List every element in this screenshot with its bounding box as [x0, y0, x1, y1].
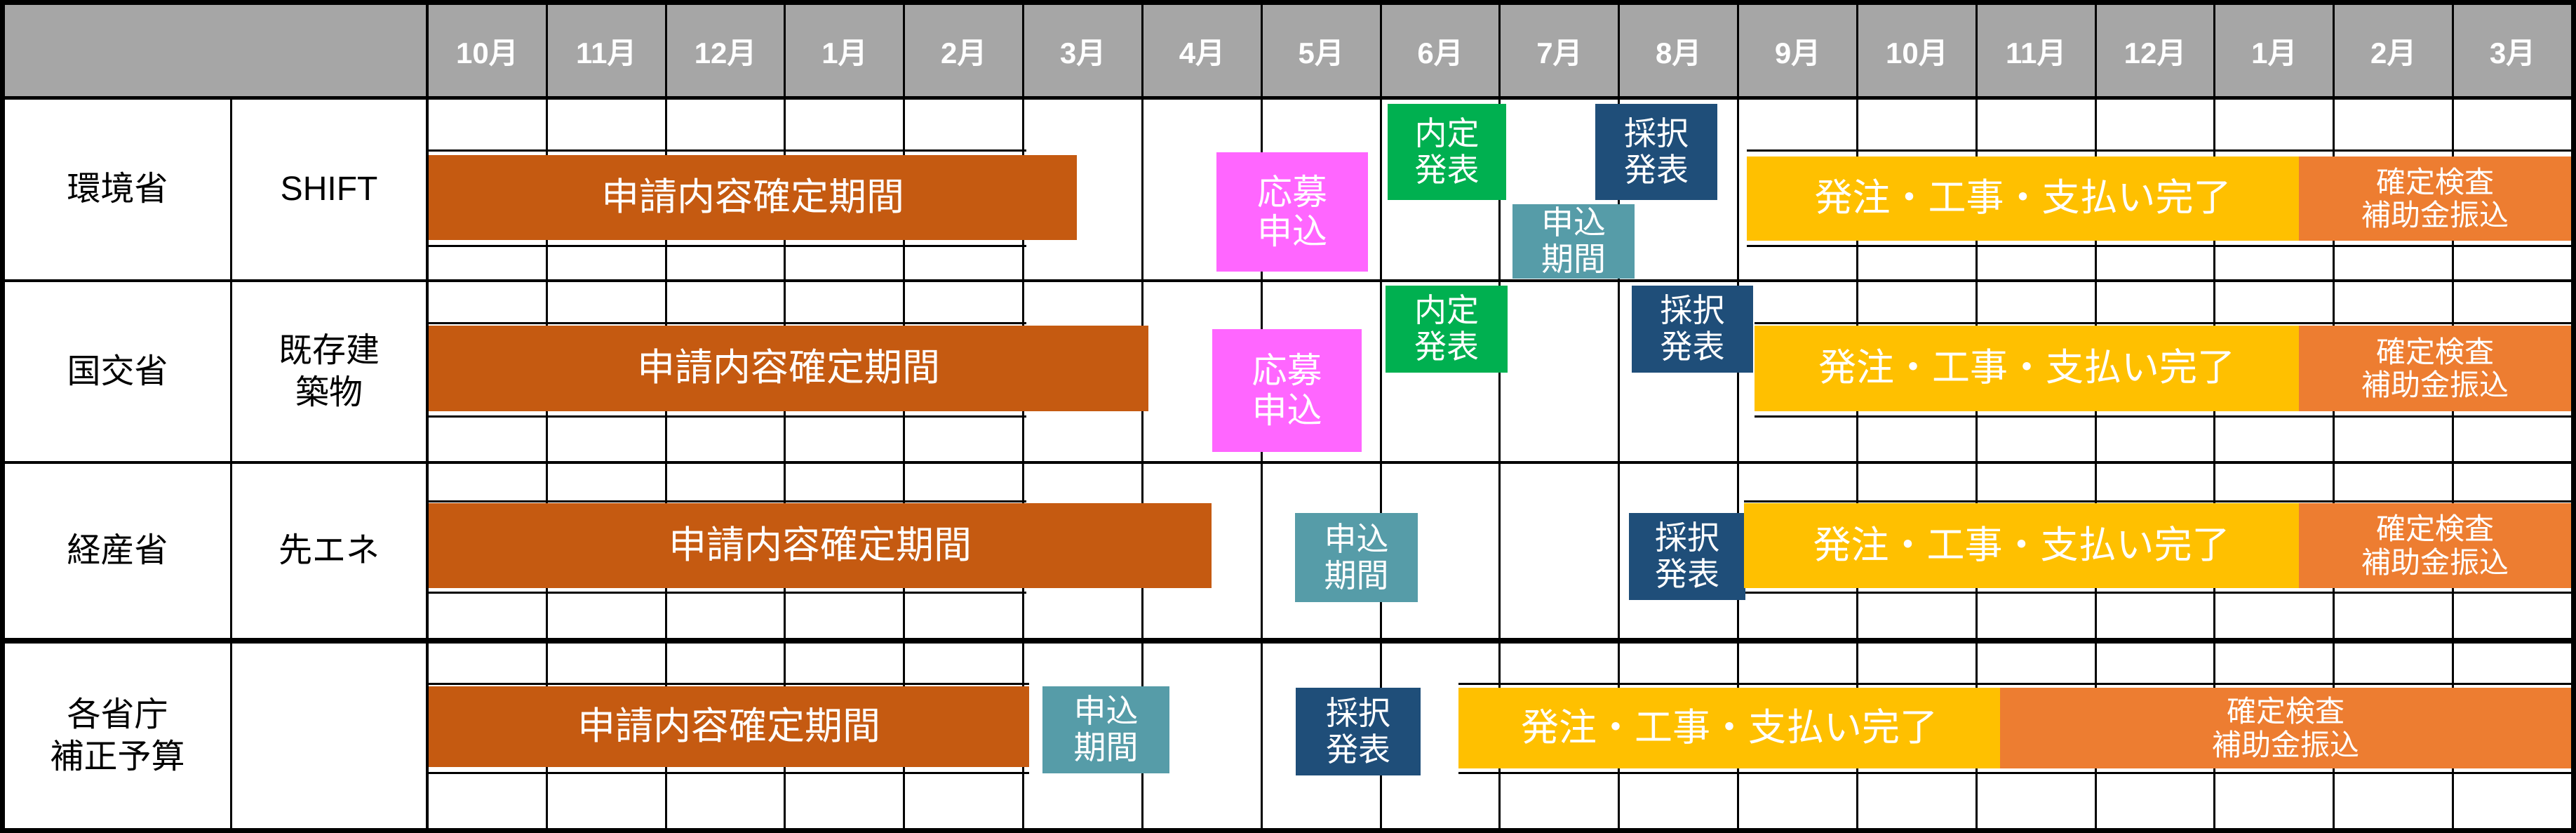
sub-row-grid-line	[1747, 149, 2571, 152]
gantt-row: 経産省先エネ申請内容確定期間申込 期間 採択 発表発注・工事・支払い完了確定検査 …	[5, 464, 2571, 644]
month-cell	[1620, 100, 1740, 279]
bar-application-window: 申込 期間	[1512, 204, 1635, 279]
month-header-cell: 6月	[1382, 5, 1501, 96]
program-label	[232, 644, 429, 828]
bar-adoption-announcement: 採択 発表	[1595, 104, 1717, 200]
program-label: 既存建 築物	[232, 282, 429, 461]
bar-application-content-confirmation: 申請内容確定期間	[429, 326, 1148, 411]
month-header-cell: 10月	[429, 5, 548, 96]
sub-row-grid-line	[429, 683, 1029, 685]
ministry-label: 国交省	[5, 282, 232, 461]
month-cell	[1263, 282, 1382, 461]
bar-adoption-announcement: 採択 発表	[1632, 286, 1753, 373]
month-header-cell: 8月	[1620, 5, 1740, 96]
month-cell	[1501, 282, 1621, 461]
sub-row-grid-line	[1458, 683, 2571, 685]
sub-row-grid-line	[1755, 322, 2571, 324]
sub-row-grid-line	[429, 149, 1026, 152]
bar-adoption-announcement: 採択 発表	[1629, 513, 1745, 600]
sub-row-grid-line	[1744, 592, 2571, 594]
month-grid-area: 申請内容確定期間申込 期間 採択 発表発注・工事・支払い完了確定検査 補助金振込	[429, 464, 2571, 638]
month-header-cell: 3月	[2489, 36, 2536, 69]
bar-final-inspection-subsidy-transfer: 確定検査 補助金振込	[2299, 503, 2571, 588]
gantt-row: 各省庁 補正予算 申請内容確定期間申込 期間 採択 発表発注・工事・支払い完了確定検…	[5, 644, 2571, 828]
ministry-label: 経産省	[5, 464, 232, 638]
month-header-cell: 2月	[905, 5, 1025, 96]
month-header-cell: 1月	[2215, 5, 2335, 96]
sub-row-grid-line	[429, 772, 1029, 774]
month-header-cell: 11月	[548, 5, 667, 96]
month-grid-area: 申請内容確定期間応募 申込内定 発表 採択 発表発注・工事・支払い完了確定検査 補…	[429, 282, 2571, 461]
month-grid-area: 申請内容確定期間 応募 申込内定 発表申込 期間採択 発表発注・工事・支払い完了確…	[429, 100, 2571, 279]
bar-order-construction-payment: 発注・工事・支払い完了	[1458, 688, 2000, 768]
bar-preliminary-award-announcement: 内定 発表	[1386, 286, 1508, 373]
bar-application-entry: 応募 申込	[1212, 329, 1362, 452]
ministry-label: 環境省	[5, 100, 232, 279]
bar-order-construction-payment: 発注・工事・支払い完了	[1747, 156, 2299, 241]
bar-application-window: 申込 期間	[1295, 513, 1418, 602]
month-header-cell: 2月	[2335, 5, 2455, 96]
month-header-cell: 4月	[1143, 5, 1263, 96]
month-header-cell: 12月	[667, 5, 786, 96]
gantt-row: 国交省既存建 築物申請内容確定期間応募 申込内定 発表 採択 発表発注・工事・支払…	[5, 282, 2571, 464]
bar-application-content-confirmation: 申請内容確定期間	[429, 155, 1077, 240]
month-header-cell: 5月	[1263, 5, 1382, 96]
month-header-cell: 10月	[1858, 5, 1978, 96]
bar-order-construction-payment: 発注・工事・支払い完了	[1755, 326, 2299, 411]
month-header-cell: 7月	[1501, 5, 1621, 96]
bar-application-content-confirmation: 申請内容確定期間	[429, 503, 1212, 588]
bar-final-inspection-subsidy-transfer: 確定検査 補助金振込	[2299, 156, 2571, 241]
bar-application-window: 申込 期間	[1042, 686, 1169, 773]
month-header-cell: 1月	[786, 5, 906, 96]
sub-row-grid-line	[1458, 772, 2571, 774]
sub-row-grid-line	[429, 322, 1026, 324]
sub-row-grid-line	[429, 500, 1026, 502]
ministry-label: 各省庁 補正予算	[5, 644, 232, 828]
header-corner-cell	[5, 5, 429, 96]
month-grid-area: 申請内容確定期間申込 期間 採択 発表発注・工事・支払い完了確定検査 補助金振込	[429, 644, 2571, 828]
month-header-cell: 11月	[1978, 5, 2097, 96]
month-cell	[1263, 100, 1382, 279]
bar-preliminary-award-announcement: 内定 発表	[1388, 104, 1506, 200]
month-cell	[1143, 464, 1263, 638]
bar-final-inspection-subsidy-transfer: 確定検査 補助金振込	[2299, 326, 2571, 411]
month-cell	[1143, 644, 1263, 828]
month-cell	[1501, 464, 1621, 638]
bar-order-construction-payment: 発注・工事・支払い完了	[1744, 503, 2299, 588]
month-cell	[1024, 100, 1143, 279]
sub-row-grid-line	[429, 592, 1026, 594]
program-label: SHIFT	[232, 100, 429, 279]
bar-adoption-announcement: 採択 発表	[1296, 688, 1421, 775]
month-header-cell: 3月	[1024, 5, 1143, 96]
bar-application-content-confirmation: 申請内容確定期間	[429, 686, 1029, 767]
month-header-cell: 12月	[2097, 5, 2216, 96]
bar-application-entry: 応募 申込	[1216, 152, 1368, 272]
bar-final-inspection-subsidy-transfer: 確定検査 補助金振込	[2000, 688, 2571, 768]
month-cell	[1382, 464, 1501, 638]
sub-row-grid-line	[1747, 245, 2571, 247]
program-label: 先エネ	[232, 464, 429, 638]
sub-row-grid-line	[429, 245, 1026, 247]
sub-row-grid-line	[429, 415, 1026, 418]
month-header-cell: 9月	[1739, 5, 1858, 96]
sub-row-grid-line	[1744, 500, 2571, 502]
sub-row-grid-line	[1755, 415, 2571, 418]
